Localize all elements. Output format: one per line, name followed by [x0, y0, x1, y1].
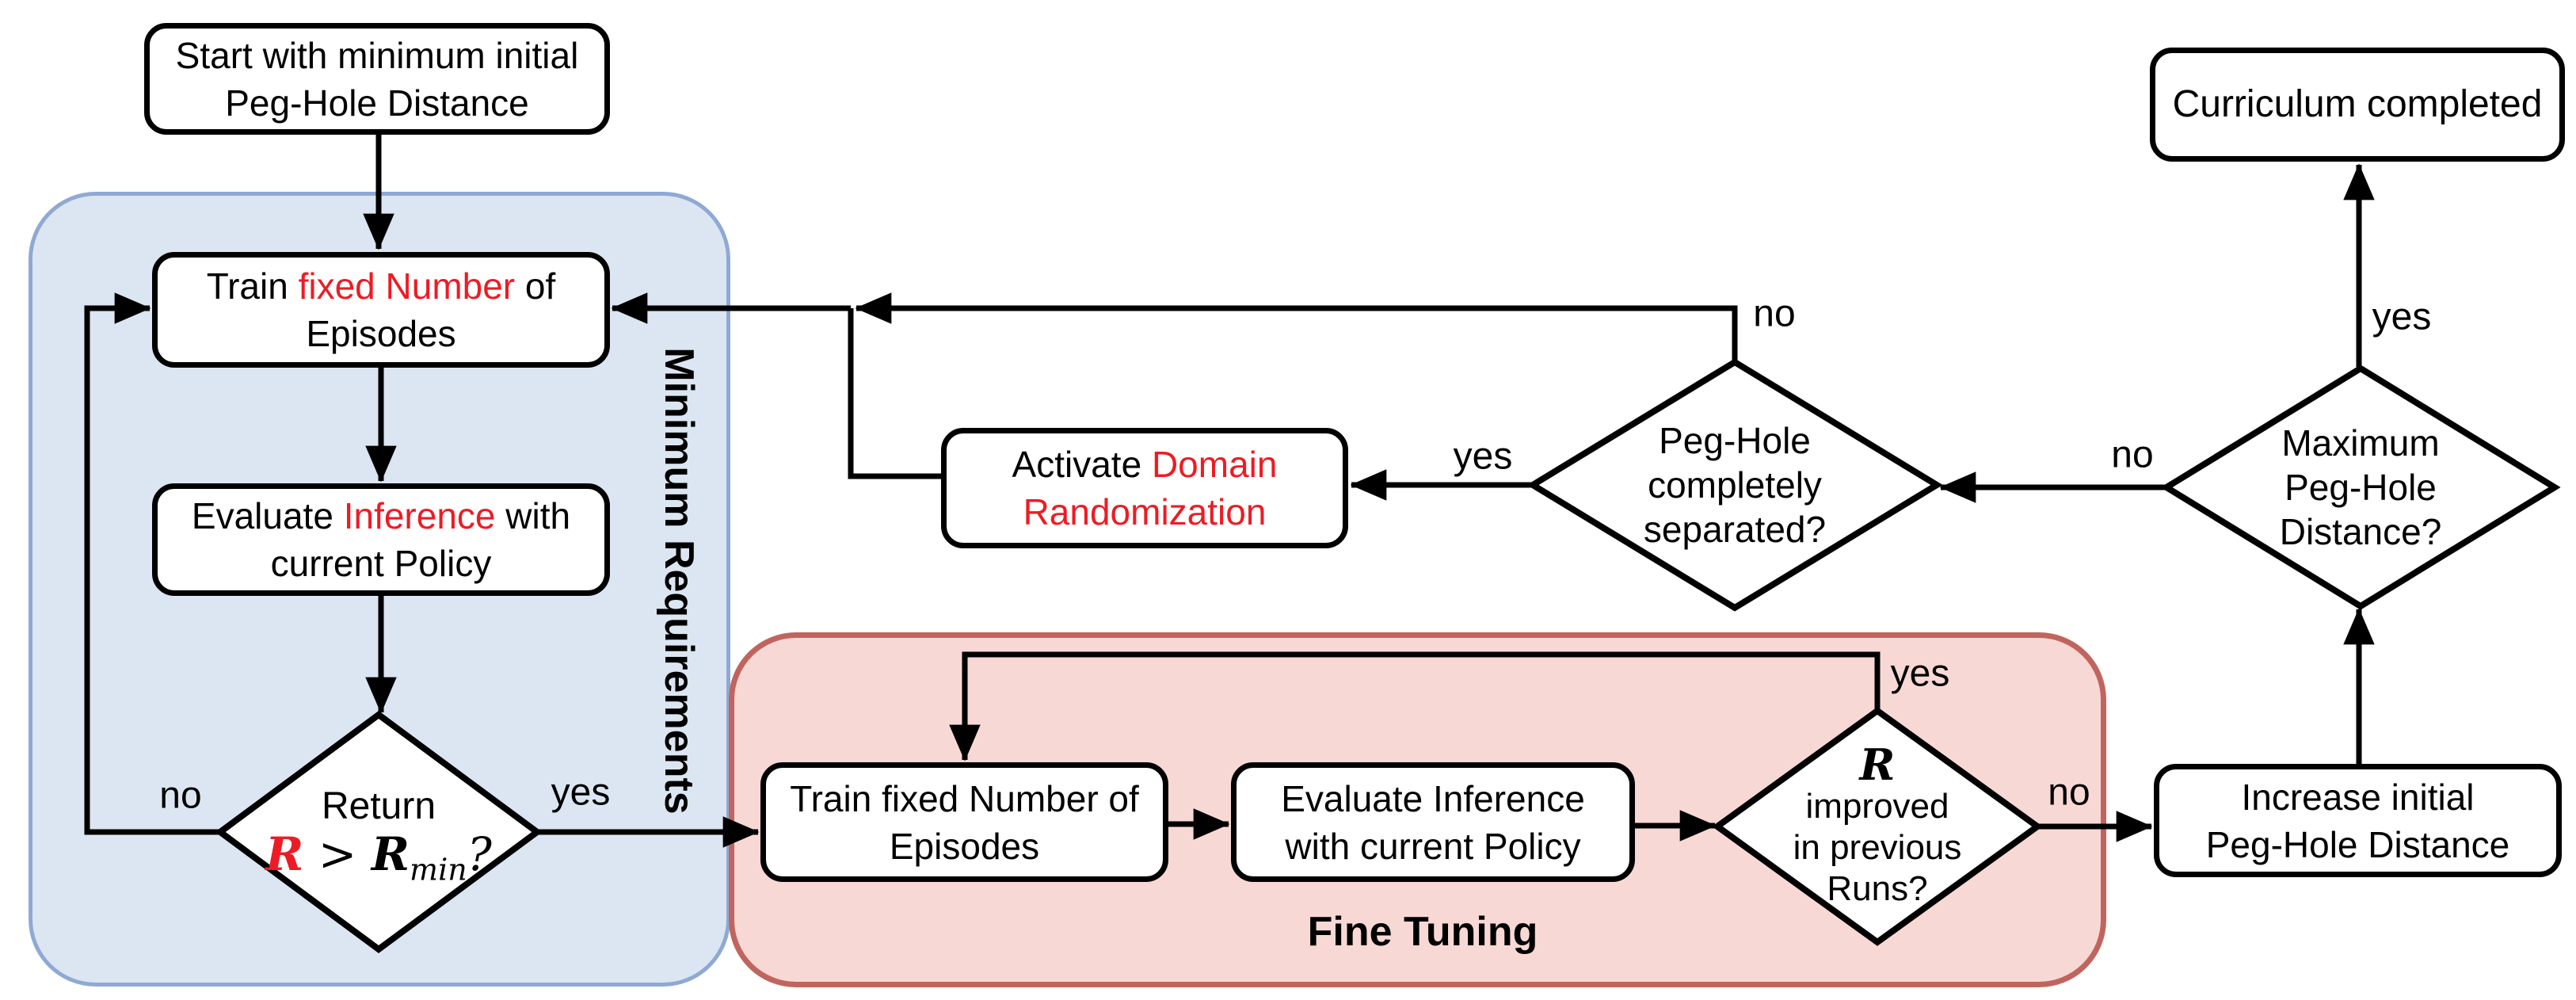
- activate-line1: Activate Domain: [1012, 444, 1278, 485]
- edge-activate-riser: [848, 308, 941, 479]
- train-min-line2: Episodes: [306, 313, 456, 354]
- return-no-label: no: [159, 774, 202, 817]
- activate-line2: Randomization: [1023, 491, 1267, 532]
- start-box-line1: Start with minimum initial: [175, 34, 579, 76]
- improved-no-label: no: [2048, 771, 2090, 814]
- fine-tuning-label: Fine Tuning: [1307, 909, 1538, 955]
- maximum-line1: Maximum: [2281, 422, 2440, 464]
- maximum-decision-diamond: [2160, 365, 2561, 610]
- curriculum-box: Curriculum completed: [2150, 48, 2565, 162]
- return-yes-label: yes: [551, 771, 611, 814]
- edge-return-no-loop: [84, 292, 222, 835]
- train-min-box: Train fixed Number of Episodes: [152, 252, 610, 368]
- train-min-line1: Train fixed Number of: [206, 265, 556, 307]
- increase-line2: Peg-Hole Distance: [2205, 823, 2510, 865]
- return-r-red: R: [265, 827, 304, 881]
- minimum-requirements-label: Minimum Requirements: [656, 347, 702, 815]
- improved-line3: in previous: [1793, 828, 1962, 867]
- improved-decision-diamond: [1712, 707, 2043, 946]
- separated-line1: Peg-Hole: [1659, 420, 1811, 461]
- activate-red-text1: Domain: [1151, 444, 1278, 485]
- improved-yes-label: yes: [1890, 652, 1950, 695]
- evaluate-min-line2: current Policy: [270, 543, 492, 584]
- separated-decision-diamond: [1526, 358, 1943, 612]
- improved-decision-text: R improved in previous Runs?: [1717, 711, 2037, 942]
- maximum-yes-label: yes: [2372, 296, 2432, 338]
- train-min-red-text: fixed Number: [298, 265, 516, 307]
- maximum-line2: Peg-Hole: [2284, 467, 2437, 508]
- train-ft-line2: Episodes: [889, 825, 1040, 867]
- return-math-line: R > Rmin?: [265, 827, 492, 887]
- separated-no-label: no: [1753, 292, 1796, 335]
- improved-line2: improved: [1805, 787, 1949, 826]
- start-box-line2: Peg-Hole Distance: [225, 82, 529, 124]
- evaluate-ft-line1: Evaluate Inference: [1281, 777, 1585, 819]
- return-decision-text: Return R > Rmin?: [220, 715, 537, 949]
- train-ft-line1: Train fixed Number of: [790, 777, 1139, 819]
- improved-r: R: [1859, 739, 1896, 790]
- activate-box: Activate Domain Randomization: [941, 428, 1348, 548]
- return-line1: Return: [321, 785, 436, 827]
- start-box: Start with minimum initial Peg-Hole Dist…: [144, 23, 610, 135]
- separated-decision-text: Peg-Hole completely separated?: [1533, 362, 1937, 608]
- evaluate-ft-line2: with current Policy: [1285, 825, 1581, 867]
- separated-yes-label: yes: [1453, 435, 1513, 478]
- separated-line2: completely: [1648, 464, 1822, 506]
- evaluate-min-box: Evaluate Inference with current Policy: [152, 483, 610, 596]
- evaluate-min-line1: Evaluate Inference with: [191, 495, 571, 536]
- evaluate-ft-box: Evaluate Inference with current Policy: [1231, 762, 1635, 882]
- increase-line1: Increase initial: [2241, 776, 2475, 818]
- evaluate-min-red-text: Inference: [343, 495, 496, 536]
- maximum-line3: Distance?: [2279, 511, 2442, 552]
- edge-separated-no-to-junction: [855, 292, 1738, 362]
- maximum-no-label: no: [2111, 433, 2154, 476]
- increase-box: Increase initial Peg-Hole Distance: [2154, 764, 2562, 877]
- improved-line4: Runs?: [1827, 869, 1928, 908]
- edge-improved-yes-loop: [949, 651, 1881, 761]
- return-decision-diamond: [215, 711, 543, 953]
- maximum-decision-text: Maximum Peg-Hole Distance?: [2166, 368, 2555, 606]
- train-ft-box: Train fixed Number of Episodes: [760, 762, 1168, 882]
- separated-line3: separated?: [1643, 509, 1827, 550]
- curriculum-line1: Curriculum completed: [2172, 83, 2543, 125]
